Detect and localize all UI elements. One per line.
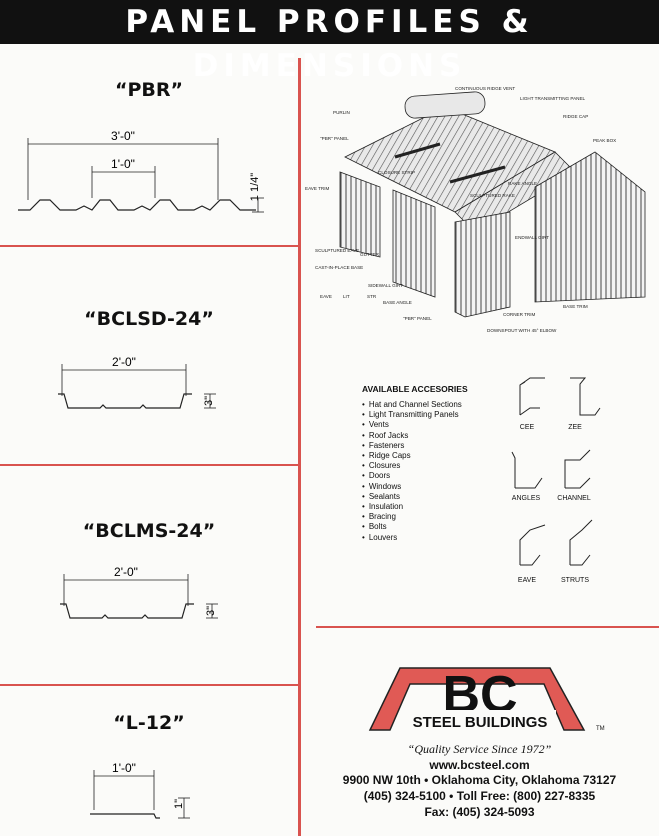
label-corner-trim: CORNER TRIM xyxy=(503,312,536,317)
building-diagram: CONTINUOUS RIDGE VENT LIGHT TRANSMITTING… xyxy=(305,86,646,333)
list-item: Sealants xyxy=(362,492,462,502)
page-header: PANEL PROFILES & DIMENSIONS xyxy=(0,0,659,84)
shape-sketches: CEE ZEE ANGLES CHANNEL EAVE STRUTS xyxy=(511,377,601,584)
label-base-trim: BASE TRIM xyxy=(563,304,588,309)
label-base-angle: BASE ANGLE xyxy=(383,300,412,305)
fax-number: Fax: (405) 324-5093 xyxy=(424,805,535,819)
label-ridge-vent: CONTINUOUS RIDGE VENT xyxy=(455,86,515,91)
list-item: Roof Jacks xyxy=(362,431,462,441)
list-item: Hat and Channel Sections xyxy=(362,400,462,410)
label-eave-trim: EAVE TRIM xyxy=(305,186,330,191)
struts-shape xyxy=(569,519,593,566)
trademark: TM xyxy=(596,726,605,732)
endwall xyxy=(534,151,646,303)
page-title: PANEL PROFILES & DIMENSIONS xyxy=(125,4,534,84)
label-rake-angle: RAKE ANGLE xyxy=(508,181,537,186)
list-item: Bracing xyxy=(362,512,462,522)
list-item: Vents xyxy=(362,420,462,430)
angles-shape xyxy=(511,451,543,489)
label-light-panel: LIGHT TRANSMITTING PANEL xyxy=(520,96,586,101)
bc-logo: BC STEEL BUILDINGS TM xyxy=(368,666,605,732)
label-eave: EAVE xyxy=(320,294,332,299)
ridge-vent xyxy=(404,91,486,119)
l12-width-label: 1'-0" xyxy=(112,761,136,775)
website-link[interactable]: www.bcsteel.com xyxy=(429,758,530,772)
divider-2 xyxy=(0,464,298,466)
bclms24-height-label: 3" xyxy=(205,606,217,616)
tagline: “Quality Service Since 1972” xyxy=(407,742,552,756)
company-name: STEEL BUILDINGS xyxy=(413,714,548,731)
cee-shape xyxy=(519,377,545,416)
bclsd24-height-label: 3" xyxy=(203,396,215,406)
list-item: Doors xyxy=(362,471,462,481)
channel-shape xyxy=(564,449,591,489)
pbr-profile-drawing: 3'-0" 1'-0" 1 1/4" xyxy=(18,129,264,213)
address: 9900 NW 10th • Oklahoma City, Oklahoma 7… xyxy=(342,773,617,787)
label-sculptured-rake: SCULPTURED RAKE xyxy=(470,193,515,198)
pbr-width-label: 3'-0" xyxy=(111,129,135,143)
bclms24-profile-drawing: 2'-0" 3" xyxy=(60,566,218,619)
label-str: STR xyxy=(367,294,377,299)
label-ridge-cap: RIDGE CAP xyxy=(563,114,588,119)
l12-height-label: 1" xyxy=(173,799,185,809)
label-downspout: DOWNSPOUT WITH 45° ELBOW xyxy=(487,328,557,333)
label-eave-shape: EAVE xyxy=(518,577,536,584)
label-endwall-girt: ENDWALL GIRT xyxy=(515,235,549,240)
list-item: Ridge Caps xyxy=(362,451,462,461)
label-cast-base: CAST-IN-PLACE BASE xyxy=(315,265,363,270)
label-sculptured-eave: SCULPTURED EAVE xyxy=(315,248,359,253)
accessories-list: Hat and Channel Sections Light Transmitt… xyxy=(362,400,462,543)
list-item: Insulation xyxy=(362,502,462,512)
label-peak-box: PEAK BOX xyxy=(593,138,616,143)
label-struts: STRUTS xyxy=(561,577,589,584)
list-item: Louvers xyxy=(362,533,462,543)
list-item: Closures xyxy=(362,461,462,471)
l12-profile-drawing: 1'-0" 1" xyxy=(90,761,190,819)
label-angles: ANGLES xyxy=(512,495,541,502)
sidewall-left xyxy=(339,171,381,258)
column-divider xyxy=(298,58,301,836)
bclsd24-profile-drawing: 2'-0" 3" xyxy=(58,355,216,409)
sidewall-front xyxy=(454,211,511,318)
label-closure-strip: CLOSURE STRIP xyxy=(378,170,415,175)
divider-1 xyxy=(0,245,298,247)
label-zee: ZEE xyxy=(568,424,582,431)
list-item: Fasteners xyxy=(362,441,462,451)
divider-3 xyxy=(0,684,298,686)
bclms24-width-label: 2'-0" xyxy=(114,566,138,579)
phone-numbers: (405) 324-5100 • Toll Free: (800) 227-83… xyxy=(363,789,596,803)
label-sidewall-girt: SIDEWALL GIRT xyxy=(368,283,403,288)
panel-title-pbr: “PBR” xyxy=(114,79,183,101)
pbr-rib-label: 1'-0" xyxy=(111,157,135,171)
divider-right xyxy=(316,626,659,628)
label-pbr-panel-2: "PBR" PANEL xyxy=(403,316,432,321)
accessories-title: AVAILABLE ACCESORIES xyxy=(362,384,468,394)
zee-shape xyxy=(570,377,601,416)
eave-shape xyxy=(519,524,546,566)
label-cee: CEE xyxy=(520,424,535,431)
label-purlin: PURLIN xyxy=(333,110,350,115)
list-item: Windows xyxy=(362,482,462,492)
list-item: Light Transmitting Panels xyxy=(362,410,462,420)
label-pbr-panel: "PBR" PANEL xyxy=(320,136,349,141)
label-lit: LIT xyxy=(343,294,350,299)
bclsd24-width-label: 2'-0" xyxy=(112,355,136,369)
panel-title-l12: “L-12” xyxy=(113,712,185,734)
label-channel: CHANNEL xyxy=(557,495,591,502)
panel-title-bclms24: “BCLMS-24” xyxy=(82,520,216,542)
label-gutter: GUTTER xyxy=(360,252,380,257)
list-item: Bolts xyxy=(362,522,462,532)
panel-title-bclsd24: “BCLSD-24” xyxy=(84,308,214,330)
pbr-height-label: 1 1/4" xyxy=(249,173,261,201)
